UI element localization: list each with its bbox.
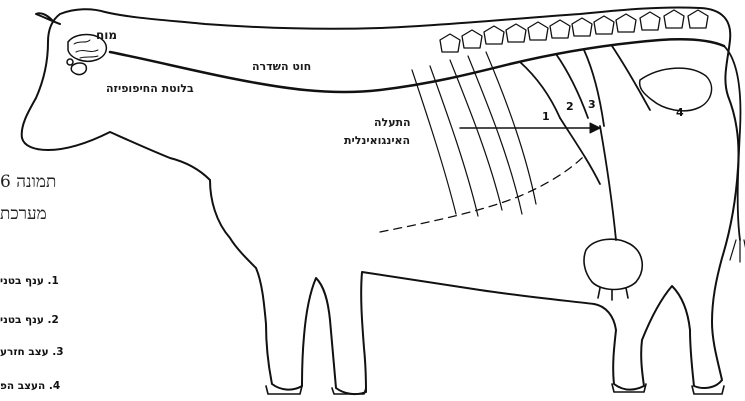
figure-caption-line1: תמונה 6 xyxy=(0,172,56,192)
legend-item-3: 3. עצב חזרע xyxy=(0,346,64,358)
label-inguinal-canal-2: האינגואינלית xyxy=(344,134,410,147)
nerves xyxy=(520,46,650,240)
figure-caption-line2: מערכת xyxy=(0,204,47,224)
label-spinal-cord: חוט השדרה xyxy=(252,60,311,73)
tail-tuft xyxy=(730,240,745,262)
cow-eye xyxy=(67,59,73,65)
cow-outline xyxy=(22,7,739,394)
brain-folds xyxy=(74,40,98,58)
label-inguinal-canal-1: התעלה xyxy=(374,116,411,129)
number-4: 4 xyxy=(676,106,684,119)
legend-item-4: 4. העצב הפ xyxy=(0,380,60,392)
ribs xyxy=(412,52,536,216)
inguinal-arrow-head xyxy=(590,123,600,133)
label-pituitary: בלוטת החיפופיזה xyxy=(106,82,194,95)
vertebrae xyxy=(440,10,708,52)
belly-dashed-line xyxy=(380,156,584,232)
legend-item-2: 2. ענף בטני xyxy=(0,314,59,326)
number-2: 2 xyxy=(566,100,574,113)
label-brain: מוח xyxy=(96,28,117,42)
number-1: 1 xyxy=(542,110,550,123)
legend-item-1: 1. ענף בטני xyxy=(0,275,59,287)
pituitary-shape xyxy=(71,63,86,75)
pelvis-shape xyxy=(640,68,712,111)
hooves xyxy=(266,384,724,394)
udder-shape xyxy=(584,239,642,289)
number-3: 3 xyxy=(588,98,596,111)
